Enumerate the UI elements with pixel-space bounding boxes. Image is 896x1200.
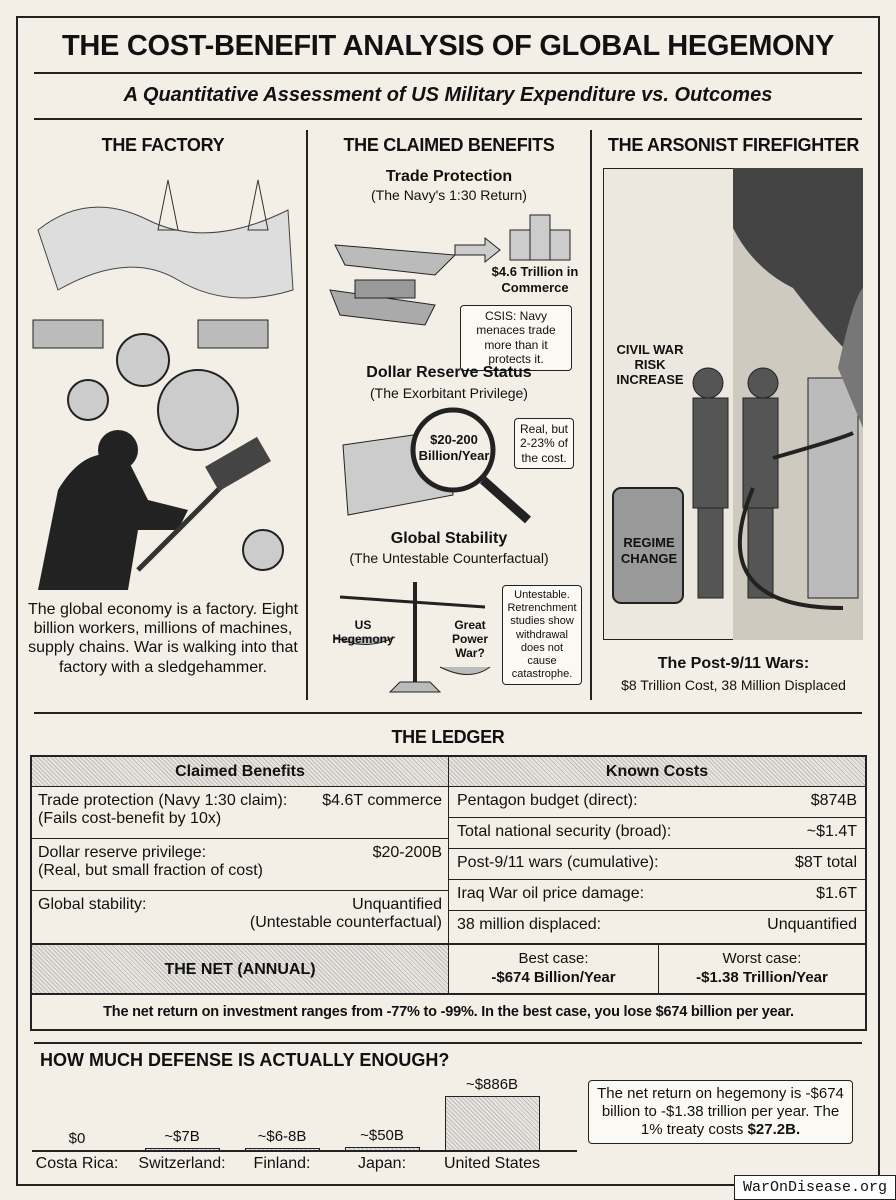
trade-title: Trade Protection (385, 168, 513, 185)
ledger-cost-row: Pentagon budget (direct): $874B (449, 787, 865, 818)
ledger-cost-row: 38 million displaced: Unquantified (449, 911, 865, 943)
bar-category-label: Switzerland: (138, 1155, 226, 1172)
factory-illustration (32, 179, 294, 590)
ships-illustration (329, 214, 571, 326)
arsonist-illustration (603, 168, 863, 640)
cost-value: ~$1.4T (806, 823, 857, 840)
chart-title: HOW MUCH DEFENSE IS ACTUALLY ENOUGH? (40, 1050, 450, 1070)
trade-value: $4.6 Trillion in Commerce (491, 264, 579, 295)
factory-heading: THE FACTORY (101, 135, 225, 155)
magnifier-illustration (342, 407, 531, 524)
ledger-costs-header: Known Costs (449, 757, 865, 786)
ledger-benefit-row: Trade protection (Navy 1:30 claim): $4.6T… (32, 787, 448, 839)
scale-left-label: US Hegemony (332, 618, 394, 646)
bar-category-label: Japan: (357, 1155, 407, 1172)
bar-value-label: ~$7B (164, 1128, 200, 1145)
cost-value: $1.6T (816, 885, 857, 902)
ledger-benefit-row: Global stability: Unquantified (Untestabl… (32, 891, 448, 943)
bar-category-label: Costa Rica: (35, 1155, 119, 1172)
bar-value-label: $0 (68, 1130, 86, 1147)
benefit-value: $20-200B (372, 844, 442, 861)
ledger-table: Claimed Benefits Known Costs Trade prote… (30, 755, 867, 1031)
risk-label: CIVIL WAR RISK INCREASE (616, 342, 684, 387)
divider (34, 118, 862, 120)
dollar-note: Real, but 2-23% of the cost. (514, 418, 574, 470)
best-case-value: -$674 Billion/Year (491, 968, 616, 986)
arsonist-caption-title: The Post-9/11 Wars: (657, 655, 810, 672)
stability-subtitle: (The Untestable Counterfactual) (349, 550, 549, 566)
scale-illustration (334, 582, 491, 693)
cost-label: Post-9/11 wars (cumulative): (457, 854, 659, 871)
scale-right-label: Great Power War? (451, 618, 488, 660)
dollar-subtitle: (The Exorbitant Privilege) (370, 385, 528, 401)
barrel-label: REGIME CHANGE (620, 535, 678, 566)
stability-note: Untestable. Retrenchment studies show wi… (502, 585, 582, 686)
worst-case-label: Worst case: (722, 950, 802, 967)
stability-title: Global Stability (390, 530, 508, 547)
bar-category-label: Finland: (253, 1155, 311, 1172)
best-case: Best case:-$674 Billion/Year (449, 945, 659, 993)
benefit-value: $4.6T commerce (322, 792, 442, 809)
page-title: THE COST-BENEFIT ANALYSIS OF GLOBAL HEGE… (61, 30, 834, 62)
ledger-cost-row: Post-9/11 wars (cumulative): $8T total (449, 849, 865, 880)
best-case-label: Best case: (518, 950, 589, 967)
bar-category-label: United States (443, 1155, 541, 1172)
callout-text: The net return on hegemony is -$674 bill… (597, 1085, 844, 1138)
arsonist-caption: $8 Trillion Cost, 38 Million Displaced (621, 677, 846, 693)
benefit-label: Global stability: (38, 896, 147, 913)
bar-value-label: ~$886B (465, 1076, 519, 1093)
bar-value-label: ~$50B (360, 1126, 404, 1144)
ledger-heading: THE LEDGER (391, 727, 505, 747)
bar-chart: $0 ~$7B ~$6-8B ~$50B ~$886B (32, 1076, 577, 1152)
net-label: THE NET (ANNUAL) (32, 945, 449, 993)
bar (444, 1096, 540, 1150)
benefit-note: (Real, but small fraction of cost) (38, 862, 263, 879)
net-summary: The net return on investment ranges from… (32, 993, 865, 1029)
benefits-heading: THE CLAIMED BENEFITS (343, 135, 555, 155)
cost-label: Total national security (broad): (457, 823, 672, 840)
ledger-cost-row: Iraq War oil price damage: $1.6T (449, 880, 865, 911)
benefit-label: Trade protection (Navy 1:30 claim): (38, 792, 288, 809)
ledger-benefit-row: Dollar reserve privilege: $20-200B (Real,… (32, 839, 448, 891)
cost-value: $8T total (795, 854, 857, 871)
ledger-benefits-header: Claimed Benefits (32, 757, 449, 786)
page-subtitle: A Quantitative Assessment of US Military… (123, 84, 773, 106)
bar (344, 1146, 420, 1150)
cost-label: Pentagon budget (direct): (457, 792, 638, 809)
benefit-note: (Fails cost-benefit by 10x) (38, 810, 222, 827)
factory-text: The global economy is a factory. Eight b… (27, 601, 299, 676)
poster-frame (16, 16, 880, 1186)
cost-label: 38 million displaced: (457, 916, 602, 933)
chart-categories: Costa Rica: Switzerland: Finland: Japan: Uni… (32, 1155, 577, 1179)
arsonist-heading: THE ARSONIST FIREFIGHTER (607, 135, 860, 155)
dollar-value: $20-200 Billion/Year (418, 432, 490, 463)
cost-value: Unquantified (767, 916, 857, 933)
callout-bold: $27.2B. (747, 1121, 801, 1138)
dollar-title: Dollar Reserve Status (366, 364, 532, 381)
ledger-cost-row: Total national security (broad): ~$1.4T (449, 818, 865, 849)
worst-case-value: -$1.38 Trillion/Year (696, 968, 828, 986)
trade-note: CSIS: Navy menaces trade more than it pr… (460, 305, 572, 371)
divider (590, 130, 592, 700)
benefit-label: Dollar reserve privilege: (38, 844, 207, 861)
cost-value: $874B (810, 792, 857, 809)
bar-value-label: ~$6-8B (257, 1128, 307, 1145)
watermark[interactable]: WarOnDisease.org (733, 1175, 896, 1200)
hegemony-callout: The net return on hegemony is -$674 bill… (588, 1080, 853, 1144)
benefit-value: Unquantified (352, 896, 442, 913)
bar (244, 1148, 320, 1150)
divider (34, 1042, 862, 1044)
divider (306, 130, 308, 700)
divider (34, 72, 862, 74)
bar (144, 1148, 220, 1150)
worst-case: Worst case:-$1.38 Trillion/Year (659, 945, 865, 993)
divider (34, 712, 862, 714)
trade-subtitle: (The Navy's 1:30 Return) (371, 187, 527, 203)
benefit-note: (Untestable counterfactual) (249, 914, 442, 931)
cost-label: Iraq War oil price damage: (457, 885, 645, 902)
